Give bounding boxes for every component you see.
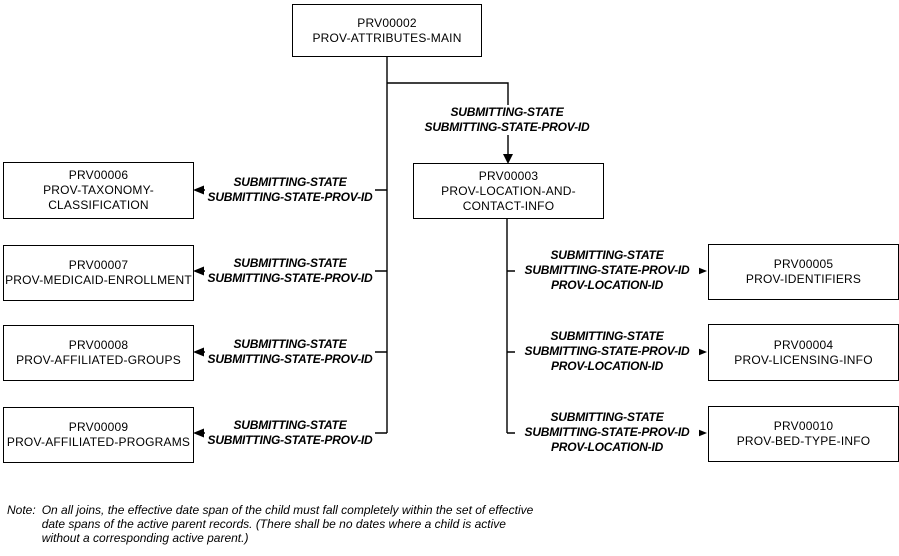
node-code: PRV00003: [478, 168, 539, 183]
node-prv00010: PRV00010 PROV-BED-TYPE-INFO: [708, 406, 899, 462]
node-code: PRV00008: [68, 338, 129, 352]
node-name: PROV-BED-TYPE-INFO: [736, 434, 871, 448]
node-name: PROV-AFFILIATED-PROGRAMS: [6, 435, 191, 449]
node-name: PROV-ATTRIBUTES-MAIN: [312, 30, 462, 45]
edge-label-prv00002-prv00009: SUBMITTING-STATE SUBMITTING-STATE-PROV-I…: [205, 418, 375, 448]
edge-label-prv00002-prv00008: SUBMITTING-STATE SUBMITTING-STATE-PROV-I…: [205, 337, 375, 367]
node-name: PROV-LICENSING-INFO: [734, 352, 873, 367]
edge-label-prv00003-prv00010: SUBMITTING-STATE SUBMITTING-STATE-PROV-I…: [515, 410, 699, 455]
arrowhead-left-prv00006: [193, 185, 204, 195]
edge-label-prv00002-prv00006: SUBMITTING-STATE SUBMITTING-STATE-PROV-I…: [205, 175, 375, 205]
edge-label-prv00003-prv00005: SUBMITTING-STATE SUBMITTING-STATE-PROV-I…: [515, 248, 699, 293]
node-prv00005: PRV00005 PROV-IDENTIFIERS: [708, 244, 899, 300]
edge-label-prv00002-prv00007: SUBMITTING-STATE SUBMITTING-STATE-PROV-I…: [205, 256, 375, 286]
node-code: PRV00006: [68, 168, 129, 182]
node-code: PRV00005: [773, 257, 834, 271]
node-prv00002: PRV00002 PROV-ATTRIBUTES-MAIN: [292, 4, 482, 57]
node-name: PROV-AFFILIATED-GROUPS: [16, 353, 181, 367]
node-code: PRV00002: [357, 15, 417, 30]
node-code: PRV00009: [68, 420, 129, 434]
node-prv00004: PRV00004 PROV-LICENSING-INFO: [708, 324, 899, 381]
node-name: PROV-LOCATION-AND- CONTACT-INFO: [441, 183, 576, 213]
edge-label-prv00002-prv00003: SUBMITTING-STATE SUBMITTING-STATE-PROV-I…: [412, 105, 602, 135]
arrowhead-left-prv00009: [193, 428, 204, 438]
node-prv00009: PRV00009 PROV-AFFILIATED-PROGRAMS: [3, 407, 194, 463]
node-prv00008: PRV00008 PROV-AFFILIATED-GROUPS: [3, 325, 194, 381]
diagram-note: Note: On all joins, the effective date s…: [7, 503, 533, 545]
arrowhead-left-prv00007: [193, 266, 204, 276]
node-code: PRV00004: [773, 337, 834, 352]
node-name: PROV-TAXONOMY- CLASSIFICATION: [43, 183, 154, 212]
node-name: PROV-MEDICAID-ENROLLMENT: [5, 273, 192, 287]
node-prv00003: PRV00003 PROV-LOCATION-AND- CONTACT-INFO: [413, 163, 604, 219]
arrowhead-down-prv00003: [503, 154, 513, 164]
node-name: PROV-IDENTIFIERS: [745, 272, 862, 286]
arrowhead-left-prv00008: [193, 347, 204, 357]
edge-label-prv00003-prv00004: SUBMITTING-STATE SUBMITTING-STATE-PROV-I…: [515, 329, 699, 374]
node-prv00007: PRV00007 PROV-MEDICAID-ENROLLMENT: [3, 245, 194, 301]
note-body: On all joins, the effective date span of…: [41, 503, 534, 545]
node-code: PRV00007: [68, 258, 129, 272]
node-code: PRV00010: [773, 419, 834, 433]
node-prv00006: PRV00006 PROV-TAXONOMY- CLASSIFICATION: [3, 162, 194, 219]
note-label: Note:: [7, 503, 36, 517]
